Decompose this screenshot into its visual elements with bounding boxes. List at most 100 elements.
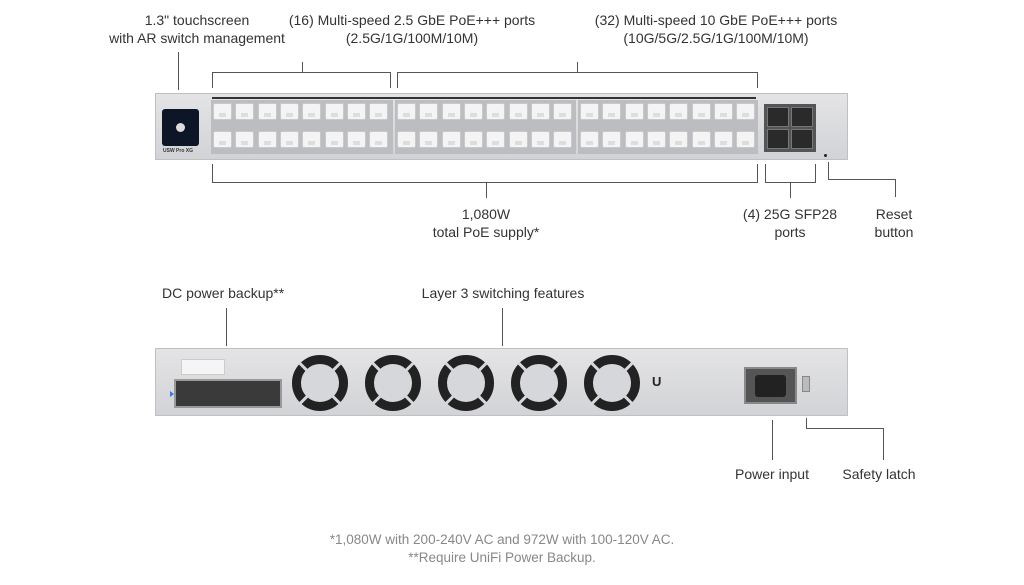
label-line: button — [874, 224, 914, 240]
label-line: (2.5G/1G/100M/10M) — [345, 30, 479, 46]
touchscreen — [162, 109, 199, 146]
rj45-port[interactable] — [508, 131, 528, 148]
rj45-port[interactable] — [397, 103, 416, 120]
dc-power-connector[interactable] — [174, 379, 282, 408]
rj45-port[interactable] — [235, 103, 255, 120]
rj45-port[interactable] — [257, 103, 277, 120]
rj45-port[interactable] — [691, 103, 711, 120]
power-input-socket[interactable] — [744, 367, 797, 404]
rj45-port[interactable] — [441, 131, 461, 148]
rj45-port[interactable] — [279, 131, 299, 148]
leader-line — [486, 182, 487, 198]
rj45-port[interactable] — [441, 103, 461, 120]
rj45-port[interactable] — [463, 131, 483, 148]
rj45-port[interactable] — [257, 131, 277, 148]
rj45-port[interactable] — [580, 131, 599, 148]
leader-line — [883, 428, 884, 460]
rj45-port[interactable] — [346, 131, 366, 148]
poe-supply-label: 1,080W total PoE supply* — [433, 205, 540, 241]
rj45-port[interactable] — [691, 131, 711, 148]
touchscreen-label: 1.3" touchscreen with AR switch manageme… — [109, 11, 285, 47]
rj45-port[interactable] — [624, 131, 644, 148]
rj45-port[interactable] — [324, 131, 344, 148]
sfp28-port[interactable] — [791, 107, 813, 127]
reset-button[interactable] — [824, 154, 827, 157]
rj45-port[interactable] — [736, 103, 756, 120]
rj45-port[interactable] — [213, 103, 232, 120]
rj45-port[interactable] — [302, 103, 322, 120]
label-line: 1,080W — [461, 206, 511, 222]
rj45-port[interactable] — [486, 131, 506, 148]
qr-label — [181, 359, 225, 375]
brand-logo: U — [652, 374, 662, 389]
rj45-port[interactable] — [669, 103, 689, 120]
rj45-port[interactable] — [419, 131, 439, 148]
leader-line — [397, 72, 398, 88]
leader-line — [806, 428, 883, 429]
leader-line — [212, 164, 213, 182]
led-strip — [212, 97, 756, 99]
touchscreen-dot — [176, 123, 185, 132]
footnote-2: **Require UniFi Power Backup. — [408, 550, 596, 565]
rj45-port[interactable] — [580, 103, 599, 120]
rj45-port[interactable] — [419, 103, 439, 120]
reset-label: Reset button — [875, 205, 914, 241]
label-line: (4) 25G SFP28 — [742, 206, 838, 222]
rj45-port[interactable] — [369, 103, 389, 120]
label-line: 1.3" touchscreen — [144, 12, 250, 28]
rj45-port[interactable] — [624, 103, 644, 120]
rj45-port[interactable] — [324, 103, 344, 120]
rj45-port[interactable] — [713, 103, 733, 120]
model-label: USW Pro XG — [163, 148, 194, 154]
rj45-port[interactable] — [646, 103, 666, 120]
socket-inner — [755, 375, 786, 397]
leader-line — [212, 72, 213, 88]
layer3-label: Layer 3 switching features — [421, 285, 585, 301]
rj45-port[interactable] — [553, 103, 573, 120]
rj45-port[interactable] — [669, 131, 689, 148]
rj45-port[interactable] — [463, 103, 483, 120]
ports-25g-label: (16) Multi-speed 2.5 GbE PoE+++ ports (2… — [289, 11, 535, 47]
fan-vent — [584, 355, 640, 411]
bracket-poe — [212, 182, 758, 183]
leader-line — [757, 72, 758, 88]
rj45-port[interactable] — [602, 131, 622, 148]
sfp28-port[interactable] — [791, 129, 813, 149]
rj45-port[interactable] — [279, 103, 299, 120]
footnotes: *1,080W with 200-240V AC and 972W with 1… — [0, 531, 1004, 567]
rj45-port[interactable] — [736, 131, 756, 148]
label-line: ports — [774, 224, 806, 240]
rj45-port[interactable] — [530, 103, 550, 120]
fan-vent — [365, 355, 421, 411]
label-line: (10G/5G/2.5G/1G/100M/10M) — [623, 30, 809, 46]
fan-vent — [292, 355, 348, 411]
safety-latch[interactable] — [802, 376, 810, 392]
label-line: (32) Multi-speed 10 GbE PoE+++ ports — [594, 12, 838, 28]
leader-line — [806, 418, 807, 428]
rj45-port[interactable] — [397, 131, 416, 148]
bracket-10g — [397, 72, 758, 73]
rj45-port[interactable] — [553, 131, 573, 148]
rj45-port[interactable] — [530, 131, 550, 148]
leader-line — [765, 164, 766, 182]
leader-line — [757, 164, 758, 182]
rj45-port[interactable] — [235, 131, 255, 148]
leader-line — [895, 179, 896, 197]
rj45-port[interactable] — [346, 103, 366, 120]
sfp28-port[interactable] — [767, 129, 789, 149]
leader-line — [772, 420, 773, 460]
bracket-25g — [212, 72, 391, 73]
rj45-port[interactable] — [646, 131, 666, 148]
sfp28-port[interactable] — [767, 107, 789, 127]
rj45-port[interactable] — [213, 131, 232, 148]
rj45-port[interactable] — [602, 103, 622, 120]
rj45-port[interactable] — [508, 103, 528, 120]
rj45-port[interactable] — [713, 131, 733, 148]
rj45-port[interactable] — [369, 131, 389, 148]
rj45-port[interactable] — [302, 131, 322, 148]
label-line: total PoE supply* — [432, 224, 540, 240]
leader-line — [226, 308, 227, 346]
leader-line — [790, 182, 791, 198]
rj45-port[interactable] — [486, 103, 506, 120]
safety-latch-label: Safety latch — [842, 466, 916, 482]
